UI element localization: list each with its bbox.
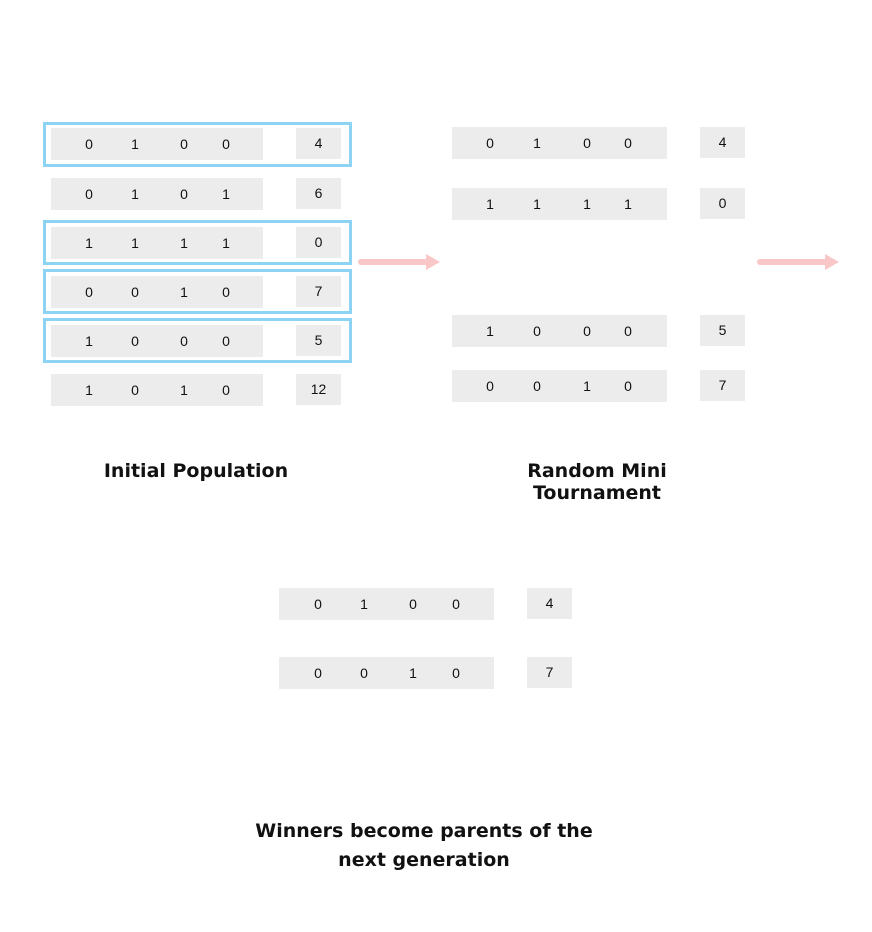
chromosome-row: 1 0 0 0 [452,315,667,347]
chromosome-row: 0 0 1 0 [51,276,263,308]
gene-bit: 0 [131,333,139,349]
selection-frame-row-3 [43,220,352,265]
gene-bit: 0 [583,323,591,339]
gene-bit: 1 [180,284,188,300]
fitness-value: 4 [296,128,341,159]
gene-bit: 1 [486,196,494,212]
arrow-right-icon [757,254,839,270]
selection-frame-row-5 [43,318,352,363]
gene-bit: 1 [533,196,541,212]
gene-bit: 0 [85,186,93,202]
fitness-value: 5 [296,325,341,356]
chromosome-row: 0 1 0 0 [452,127,667,159]
gene-bit: 0 [486,135,494,151]
fitness-value: 7 [527,657,572,688]
gene-bit: 0 [314,665,322,681]
initial-population-caption: Initial Population [103,460,289,482]
gene-bit: 1 [624,196,632,212]
fitness-value: 0 [296,227,341,258]
gene-bit: 0 [222,284,230,300]
selection-frame-row-4 [43,269,352,314]
gene-bit: 1 [131,186,139,202]
fitness-value: 7 [296,276,341,307]
gene-bit: 1 [583,378,591,394]
gene-bit: 1 [533,135,541,151]
fitness-value: 5 [700,315,745,346]
gene-bit: 1 [85,235,93,251]
gene-bit: 0 [180,136,188,152]
gene-bit: 0 [314,596,322,612]
gene-bit: 0 [222,382,230,398]
gene-bit: 1 [131,136,139,152]
gene-bit: 0 [452,665,460,681]
arrow-right-icon [358,254,440,270]
gene-bit: 0 [360,665,368,681]
gene-bit: 0 [131,284,139,300]
winners-caption-line-2: next generation [338,849,510,871]
fitness-value: 4 [527,588,572,619]
gene-bit: 1 [180,235,188,251]
gene-bit: 0 [222,136,230,152]
chromosome-row: 0 0 1 0 [452,370,667,402]
fitness-value: 6 [296,178,341,209]
gene-bit: 0 [409,596,417,612]
winners-caption-line-1: Winners become parents of the [255,820,593,842]
gene-bit: 0 [624,323,632,339]
gene-bit: 1 [583,196,591,212]
tournament-caption: Random Mini Tournament [527,460,667,504]
gene-bit: 0 [583,135,591,151]
gene-bit: 0 [533,378,541,394]
fitness-value: 7 [700,370,745,401]
gene-bit: 1 [85,382,93,398]
gene-bit: 0 [624,135,632,151]
chromosome-row: 0 0 1 0 [279,657,494,689]
gene-bit: 1 [180,382,188,398]
gene-bit: 1 [486,323,494,339]
gene-bit: 0 [452,596,460,612]
gene-bit: 0 [624,378,632,394]
chromosome-row: 0 1 0 0 [51,128,263,160]
fitness-value: 4 [700,127,745,158]
gene-bit: 1 [85,333,93,349]
chromosome-row: 0 1 0 0 [279,588,494,620]
gene-bit: 1 [409,665,417,681]
gene-bit: 1 [360,596,368,612]
fitness-value: 12 [296,374,341,405]
gene-bit: 1 [131,235,139,251]
gene-bit: 0 [131,382,139,398]
fitness-value: 0 [700,188,745,219]
chromosome-row: 1 1 1 1 [452,188,667,220]
gene-bit: 1 [222,186,230,202]
gene-bit: 0 [222,333,230,349]
gene-bit: 0 [180,186,188,202]
chromosome-row: 1 1 1 1 [51,227,263,259]
gene-bit: 0 [486,378,494,394]
selection-frame-row-1 [43,122,352,167]
gene-bit: 0 [85,136,93,152]
chromosome-row: 1 0 1 0 [51,374,263,406]
gene-bit: 0 [85,284,93,300]
gene-bit: 0 [533,323,541,339]
chromosome-row: 1 0 0 0 [51,325,263,357]
chromosome-row: 0 1 0 1 [51,178,263,210]
gene-bit: 1 [222,235,230,251]
gene-bit: 0 [180,333,188,349]
